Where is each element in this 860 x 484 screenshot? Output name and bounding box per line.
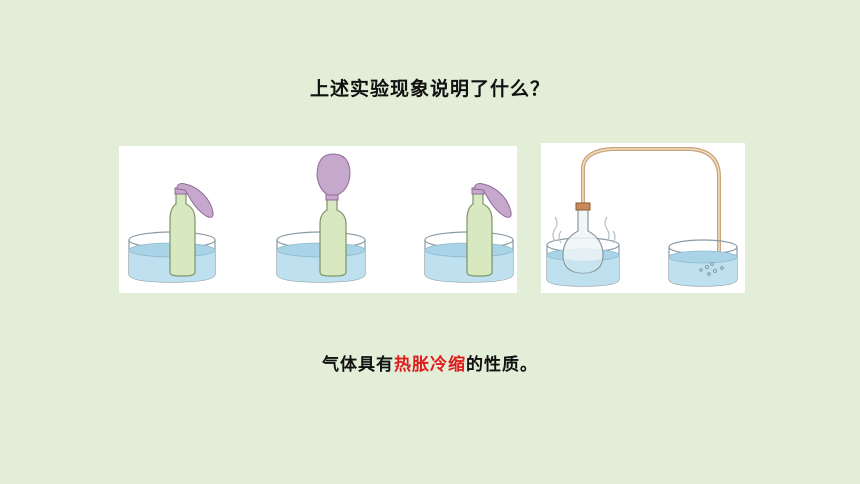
balloon-1 (176, 183, 214, 218)
conclusion-text: 气体具有热胀冷缩的性质。 (0, 350, 860, 375)
bottle-2 (319, 193, 347, 277)
bottle-1 (169, 187, 196, 277)
air-bubbles (699, 262, 724, 276)
steam-lines (552, 216, 616, 244)
balloon-3 (473, 183, 512, 218)
question-title: 上述实验现象说明了什么？ (309, 78, 550, 100)
balloon-bottle-experiment-figure (119, 146, 517, 293)
bottle-3 (466, 187, 493, 277)
round-flask (562, 202, 604, 274)
flask-tube-experiment-figure (541, 143, 745, 293)
balloon-2 (316, 153, 351, 196)
glass-tube (581, 147, 721, 261)
conclusion-highlight: 热胀冷缩 (394, 355, 466, 375)
conclusion-before: 气体具有 (322, 355, 394, 375)
conclusion-after: 的性质。 (466, 355, 538, 375)
cold-water-basin (668, 239, 738, 287)
